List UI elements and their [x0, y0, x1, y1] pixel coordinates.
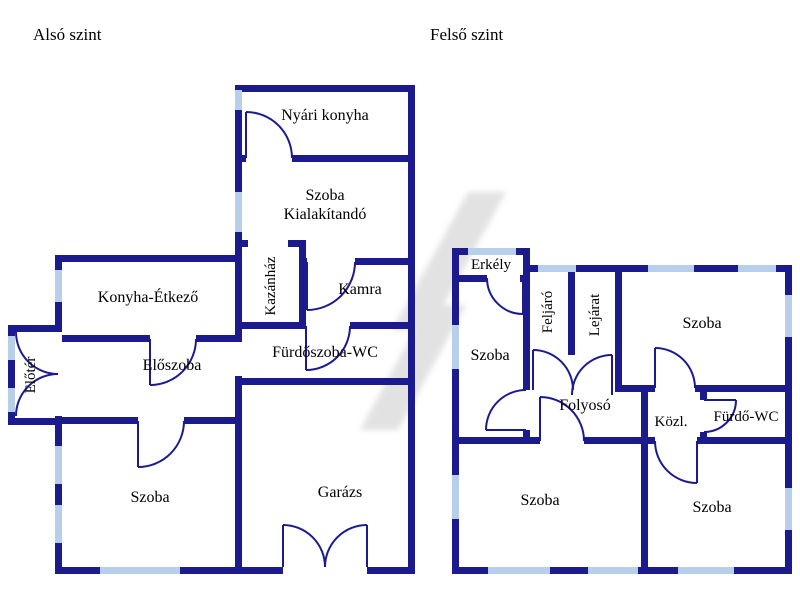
windows-upper [452, 248, 792, 574]
door-swings-upper [485, 277, 737, 484]
room-label-szoba-lower: Szoba [130, 489, 169, 506]
room-label-folyoso: Folyosó [559, 397, 611, 414]
room-label-szoba-upper-topright: Szoba [682, 315, 721, 332]
windows-lower [8, 90, 242, 574]
room-label-szoba-upper-bottomleft: Szoba [520, 492, 559, 509]
room-labels-upper: Erkély Szoba Feljáró Lejárat Szoba Folyo… [470, 257, 778, 516]
room-label-kazanhaz: Kazánház [263, 256, 279, 315]
room-label-eloszoba: Előszoba [143, 357, 202, 374]
room-label-konyha-etkezo: Konyha-Étkező [98, 287, 198, 306]
room-labels-lower: Nyári konyha Szoba Kialakítandó Kamra Ka… [23, 107, 382, 506]
room-label-lejarat: Lejárat [587, 293, 603, 336]
door-openings-upper [487, 275, 697, 444]
room-label-furdo-wc: Fürdő-WC [714, 409, 779, 425]
room-label-erkely: Erkély [471, 257, 511, 273]
door-openings-lower [55, 155, 367, 574]
room-label-szoba-upper-left: Szoba [470, 347, 509, 364]
upper-floor-plan: Erkély Szoba Feljáró Lejárat Szoba Folyo… [452, 248, 792, 574]
door-swings-lower [15, 111, 368, 568]
room-label-szoba-kialakitando-line2: Kialakítandó [284, 206, 367, 223]
lower-floor-plan: Nyári konyha Szoba Kialakítandó Kamra Ka… [8, 85, 415, 574]
upper-floor-title: Felső szint [430, 25, 503, 44]
watermark [360, 192, 506, 430]
room-label-szoba-upper-bottomright: Szoba [692, 499, 731, 516]
lower-floor-title: Alsó szint [33, 25, 102, 44]
room-label-kozl: Közl. [655, 414, 688, 430]
room-label-feljaro: Feljáró [540, 291, 556, 334]
room-label-garazs: Garázs [318, 484, 362, 501]
room-label-kamra: Kamra [338, 281, 382, 298]
room-label-eloter: Előtér [23, 357, 39, 394]
room-label-nyari-konyha: Nyári konyha [281, 107, 369, 124]
room-label-szoba-kialakitando-line1: Szoba [305, 187, 344, 204]
room-label-furdoszoba-wc: Fürdőszoba-WC [272, 344, 378, 361]
